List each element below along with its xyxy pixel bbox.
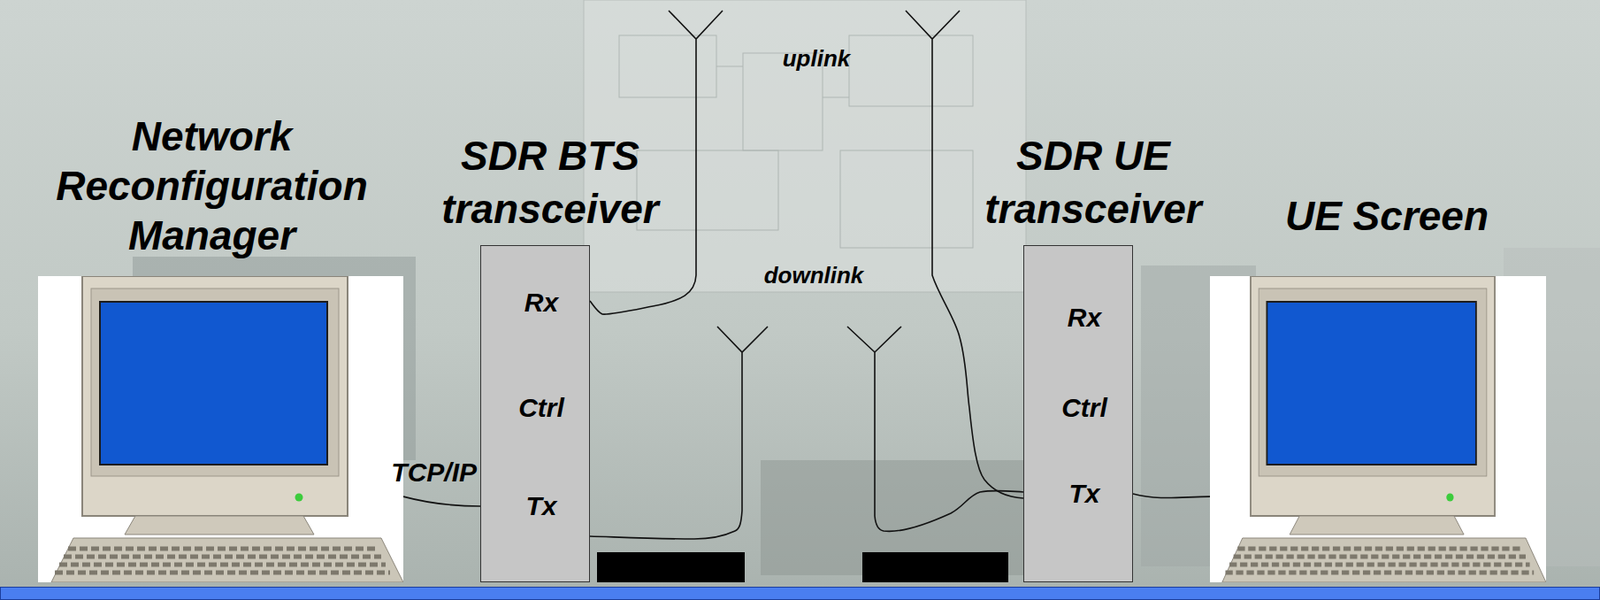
port-label: Rx — [481, 287, 590, 318]
transceiver-box: SDR BTS transceiverRxCtrlTx — [480, 244, 590, 582]
node-heading: SDR BTS transceiver — [417, 129, 683, 236]
port-label: Ctrl — [481, 392, 590, 423]
bench-block — [597, 551, 745, 582]
downlink-antenna-ue — [847, 326, 1024, 531]
computer-icon — [38, 275, 404, 582]
link-label: TCP/IP — [390, 457, 477, 488]
computer-node: UE Screen — [1209, 275, 1547, 582]
node-heading: Network Reconfiguration Manager — [30, 111, 394, 261]
connector — [403, 496, 481, 506]
node-heading: UE Screen — [1218, 191, 1555, 241]
connector — [1133, 493, 1210, 498]
node-heading: SDR UE transceiver — [960, 129, 1226, 236]
antenna-wires — [589, 10, 1024, 539]
downlink-antenna-bts — [589, 326, 768, 539]
transceiver-box: SDR UE transceiverRxCtrlTx — [1023, 244, 1134, 582]
bench-block — [862, 551, 1009, 582]
computer-node: Network Reconfiguration Manager — [38, 275, 404, 582]
computer-icon — [1209, 275, 1547, 582]
uplink-antenna-ue — [905, 10, 1024, 498]
port-label: Tx — [481, 490, 590, 521]
link-direction-label: downlink — [764, 261, 865, 289]
port-label: Tx — [1024, 478, 1133, 509]
link-direction-label: uplink — [782, 45, 851, 72]
wall-poster — [583, 0, 1026, 292]
port-label: Ctrl — [1024, 392, 1133, 423]
port-label: Rx — [1024, 302, 1133, 333]
footer-bar — [0, 587, 1600, 600]
